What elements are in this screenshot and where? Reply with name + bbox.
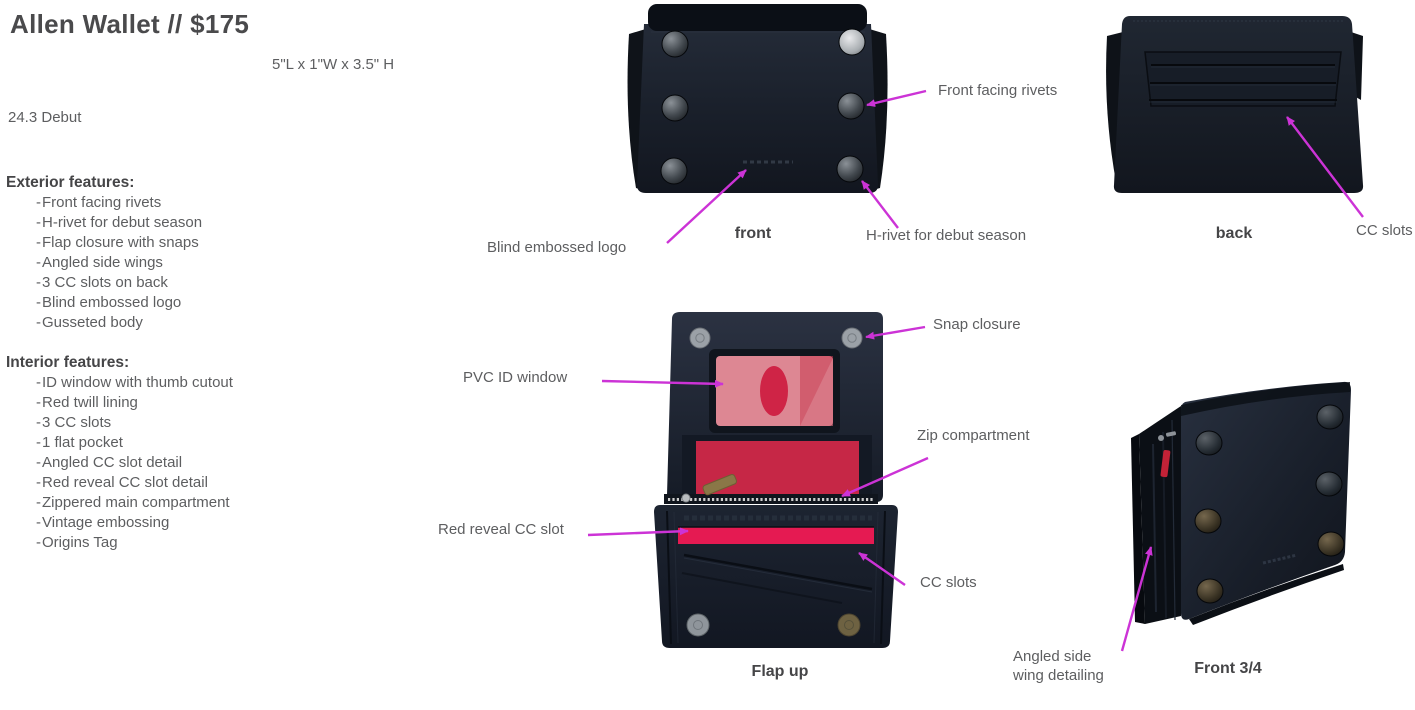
annotation-interior-cc-slots: CC slots: [920, 574, 977, 591]
caption-front-view: front: [734, 225, 772, 242]
flap-closure: [648, 4, 867, 31]
rivet: [1196, 578, 1224, 604]
cc-slot-panel: [1144, 51, 1342, 107]
exterior-features-heading: Exterior features:: [6, 174, 135, 191]
list-item: -Angled CC slot detail: [36, 454, 183, 471]
annotation-snap-closure: Snap closure: [933, 316, 1021, 333]
list-item: -3 CC slots on back: [36, 274, 168, 291]
rivet: [1316, 404, 1344, 430]
list-item: -Flap closure with snaps: [36, 234, 199, 251]
annotation-back-cc-slots: CC slots: [1356, 222, 1413, 239]
list-item: -Front facing rivets: [36, 194, 162, 211]
annotation-front-facing-rivets: Front facing rivets: [938, 82, 1058, 99]
wallet-body: [637, 24, 878, 193]
list-item: -H-rivet for debut season: [36, 214, 203, 231]
red-zipper-pull: [1160, 449, 1171, 478]
flap-edge: [1181, 382, 1350, 416]
season-code: 24.3 Debut: [8, 109, 82, 126]
h-rivet: [836, 155, 864, 183]
zipper-pull: [702, 474, 737, 496]
list-item: -Vintage embossing: [36, 514, 170, 531]
flat-pocket-edge: [681, 572, 843, 604]
red-twill-lining: [696, 441, 859, 499]
rivet: [838, 28, 866, 56]
rivet: [1315, 471, 1343, 497]
snap-stud: [841, 327, 863, 349]
annotation-h-rivet: H-rivet for debut season: [866, 227, 1027, 244]
annotation-blind-embossed-logo: Blind embossed logo: [487, 239, 627, 256]
red-reveal-cc-slot: [678, 527, 874, 544]
caption-front-three-quarter-view: Front 3/4: [1194, 660, 1262, 677]
wallet-body: [1181, 381, 1351, 620]
embossed-logo: [1262, 553, 1298, 565]
rivet: [837, 92, 865, 120]
rivet: [661, 94, 689, 122]
front-three-quarter-photo: [1131, 381, 1351, 625]
list-item: -ID window with thumb cutout: [36, 374, 233, 391]
list-item: -Origins Tag: [36, 534, 118, 551]
rivet: [1317, 531, 1345, 557]
thumb-cutout: [760, 366, 788, 416]
back-view-photo: [1106, 16, 1364, 193]
snap-base: [686, 613, 710, 637]
list-item: -Red reveal CC slot detail: [36, 474, 208, 491]
list-item: -Gusseted body: [36, 314, 143, 331]
snap-stud: [689, 327, 711, 349]
rivet: [661, 30, 689, 58]
annotation-pvc-id-window: PVC ID window: [463, 369, 568, 386]
caption-flap-up-view: Flap up: [751, 663, 809, 680]
list-item: -1 flat pocket: [36, 434, 123, 451]
annotation-angled-side-wing: Angled side wing detailing: [1013, 648, 1104, 684]
zipper-slider: [681, 493, 691, 503]
rivet: [660, 157, 688, 185]
product-dimensions: 5"L x 1"W x 3.5" H: [272, 56, 395, 73]
list-item: -Blind embossed logo: [36, 294, 182, 311]
list-item: -Red twill lining: [36, 394, 138, 411]
list-item: -3 CC slots: [36, 414, 112, 431]
snap-base: [837, 613, 861, 637]
list-item: -Zippered main compartment: [36, 494, 230, 511]
exterior-features-list: -Front facing rivets -H-rivet for debut …: [0, 193, 202, 333]
annotation-zip-compartment: Zip compartment: [917, 427, 1030, 444]
page-title: Allen Wallet // $175: [10, 9, 250, 39]
caption-back-view: back: [1215, 225, 1253, 242]
angled-cc-slot: [683, 553, 873, 591]
flap-up-view-photo: [654, 312, 898, 648]
interior-features-heading: Interior features:: [6, 354, 130, 371]
rivet: [1195, 430, 1223, 456]
list-item: -Angled side wings: [36, 254, 163, 271]
rivet: [1194, 508, 1222, 534]
interior-features-list: -ID window with thumb cutout -Red twill …: [0, 373, 233, 553]
annotation-red-reveal-cc-slot: Red reveal CC slot: [438, 521, 564, 538]
front-view-photo: [627, 4, 888, 193]
